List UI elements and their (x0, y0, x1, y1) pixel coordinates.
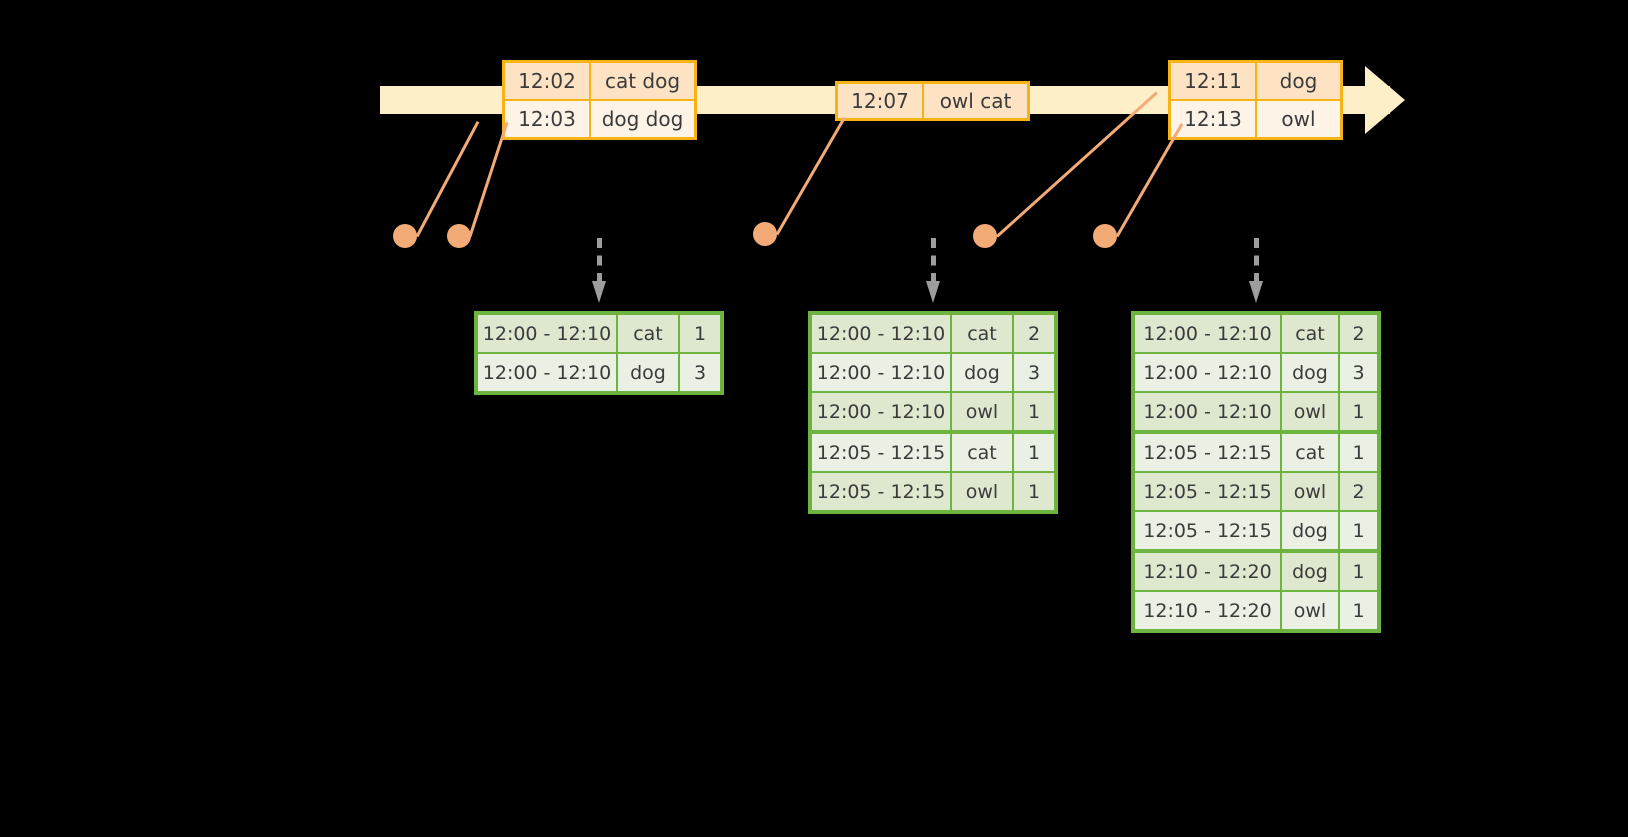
connector-line-5 (1115, 123, 1184, 238)
arrow-head-icon (592, 281, 606, 303)
connector-line-1 (415, 121, 480, 238)
cell-window: 12:00 - 12:10 (1135, 393, 1282, 430)
cell-word: dog (952, 354, 1014, 391)
table-row: 12:10 - 12:20 dog 1 (1135, 549, 1377, 590)
cell-window: 12:05 - 12:15 (812, 434, 952, 471)
event-words: cat dog (591, 63, 694, 99)
cell-window: 12:00 - 12:10 (478, 354, 618, 391)
arrow-stem (597, 238, 602, 283)
cell-word: owl (952, 473, 1014, 510)
event-time: 12:13 (1171, 101, 1257, 137)
cell-count: 1 (1340, 512, 1377, 549)
cell-count: 3 (1340, 354, 1377, 391)
event-time: 12:03 (505, 101, 591, 137)
cell-window: 12:00 - 12:10 (812, 393, 952, 430)
connector-line-3 (775, 116, 846, 236)
arrow-head-icon (1249, 281, 1263, 303)
cell-window: 12:05 - 12:15 (1135, 512, 1282, 549)
cell-word: owl (952, 393, 1014, 430)
event-words: dog dog (591, 101, 694, 137)
table-row: 12:00 - 12:10 cat 2 (1135, 315, 1377, 352)
cell-window: 12:00 - 12:10 (478, 315, 618, 352)
cell-count: 1 (1014, 393, 1054, 430)
result-table-1[interactable]: 12:00 - 12:10 cat 1 12:00 - 12:10 dog 3 (474, 311, 724, 395)
table-row: 12:00 - 12:10 owl 1 (1135, 391, 1377, 430)
table-row: 12:10 - 12:20 owl 1 (1135, 590, 1377, 629)
cell-window: 12:05 - 12:15 (812, 473, 952, 510)
table-row: 12:00 - 12:10 dog 3 (478, 352, 720, 391)
event-group-2[interactable]: 12:07 owl cat (835, 81, 1030, 121)
cell-word: owl (1282, 393, 1340, 430)
table-row: 12:00 - 12:10 cat 1 (478, 315, 720, 352)
table-row: 12:05 - 12:15 cat 1 (812, 430, 1054, 471)
event-row: 12:03 dog dog (505, 99, 694, 137)
cell-word: owl (1282, 473, 1340, 510)
timeline-arrow-head (1365, 66, 1405, 134)
cell-word: dog (618, 354, 680, 391)
cell-count: 1 (680, 315, 720, 352)
cell-count: 1 (1340, 553, 1377, 590)
cell-word: cat (618, 315, 680, 352)
event-row: 12:13 owl (1171, 99, 1340, 137)
event-time: 12:02 (505, 63, 591, 99)
cell-word: cat (1282, 434, 1340, 471)
cell-count: 1 (1340, 592, 1377, 629)
cell-word: dog (1282, 553, 1340, 590)
table-row: 12:05 - 12:15 cat 1 (1135, 430, 1377, 471)
cell-window: 12:00 - 12:10 (812, 354, 952, 391)
marker-dot-3[interactable] (753, 222, 777, 246)
table-row: 12:05 - 12:15 owl 1 (812, 471, 1054, 510)
cell-word: cat (952, 315, 1014, 352)
event-row: 12:11 dog (1171, 63, 1340, 99)
cell-window: 12:00 - 12:10 (812, 315, 952, 352)
result-table-3[interactable]: 12:00 - 12:10 cat 2 12:00 - 12:10 dog 3 … (1131, 311, 1381, 633)
cell-window: 12:10 - 12:20 (1135, 592, 1282, 629)
cell-count: 1 (1014, 473, 1054, 510)
cell-count: 2 (1014, 315, 1054, 352)
table-row: 12:00 - 12:10 dog 3 (1135, 352, 1377, 391)
cell-word: dog (1282, 512, 1340, 549)
result-table-2[interactable]: 12:00 - 12:10 cat 2 12:00 - 12:10 dog 3 … (808, 311, 1058, 514)
cell-word: cat (1282, 315, 1340, 352)
cell-count: 1 (1340, 434, 1377, 471)
marker-dot-1[interactable] (393, 224, 417, 248)
cell-count: 2 (1340, 473, 1377, 510)
cell-word: cat (952, 434, 1014, 471)
event-words: owl (1257, 101, 1340, 137)
arrow-head-icon (926, 281, 940, 303)
marker-dot-4[interactable] (973, 224, 997, 248)
event-words: owl cat (924, 84, 1027, 118)
cell-count: 1 (1340, 393, 1377, 430)
cell-window: 12:10 - 12:20 (1135, 553, 1282, 590)
event-words: dog (1257, 63, 1340, 99)
cell-count: 2 (1340, 315, 1377, 352)
marker-dot-5[interactable] (1093, 224, 1117, 248)
cell-word: dog (1282, 354, 1340, 391)
marker-dot-2[interactable] (447, 224, 471, 248)
cell-count: 3 (1014, 354, 1054, 391)
arrow-stem (931, 238, 936, 283)
table-row: 12:05 - 12:15 owl 2 (1135, 471, 1377, 510)
event-time: 12:07 (838, 84, 924, 118)
cell-word: owl (1282, 592, 1340, 629)
cell-window: 12:05 - 12:15 (1135, 473, 1282, 510)
table-row: 12:00 - 12:10 dog 3 (812, 352, 1054, 391)
cell-count: 3 (680, 354, 720, 391)
cell-count: 1 (1014, 434, 1054, 471)
table-row: 12:00 - 12:10 cat 2 (812, 315, 1054, 352)
event-time: 12:11 (1171, 63, 1257, 99)
connector-line-2 (468, 121, 509, 237)
cell-window: 12:00 - 12:10 (1135, 354, 1282, 391)
table-row: 12:00 - 12:10 owl 1 (812, 391, 1054, 430)
cell-window: 12:00 - 12:10 (1135, 315, 1282, 352)
event-row: 12:07 owl cat (838, 84, 1027, 118)
event-group-3[interactable]: 12:11 dog 12:13 owl (1168, 60, 1343, 140)
table-row: 12:05 - 12:15 dog 1 (1135, 510, 1377, 549)
arrow-stem (1254, 238, 1259, 283)
event-row: 12:02 cat dog (505, 63, 694, 99)
cell-window: 12:05 - 12:15 (1135, 434, 1282, 471)
event-group-1[interactable]: 12:02 cat dog 12:03 dog dog (502, 60, 697, 140)
